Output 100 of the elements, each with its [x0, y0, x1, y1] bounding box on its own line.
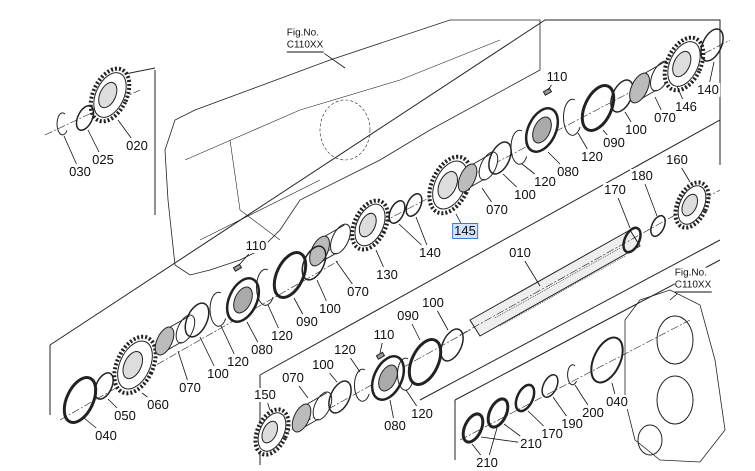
- leader-line: [336, 260, 353, 284]
- callout-number: 170: [540, 427, 564, 441]
- callout-number: 180: [630, 169, 654, 183]
- callout-number: 010: [508, 246, 532, 260]
- leader-line: [416, 216, 428, 246]
- callout-number: 070: [485, 203, 509, 217]
- leader-line: [178, 350, 188, 380]
- callout-number: 080: [556, 165, 580, 179]
- callout-number: 120: [533, 175, 557, 189]
- leader-line: [548, 84, 552, 90]
- callout-number: 140: [696, 83, 720, 97]
- leader-line: [552, 396, 567, 416]
- leader-line: [574, 384, 588, 406]
- callout-number: 100: [421, 296, 445, 310]
- figure-reference-label: Fig.No.: [286, 28, 319, 40]
- callout-number: 020: [125, 139, 149, 153]
- leader-line: [612, 382, 616, 394]
- callout-number: 090: [295, 315, 319, 329]
- callout-number: 110: [372, 328, 396, 342]
- leader-line: [548, 152, 560, 164]
- callout-number: 090: [602, 136, 626, 150]
- leader-line: [644, 184, 658, 216]
- callout-number: 080: [250, 343, 274, 357]
- leader-line: [578, 132, 588, 150]
- callout-number: 120: [226, 355, 250, 369]
- callout-number: 200: [581, 406, 605, 420]
- callout-number: 145: [453, 224, 477, 238]
- leader-line: [472, 444, 482, 456]
- leader-line: [298, 386, 308, 398]
- callout-number: 160: [665, 153, 689, 167]
- leader-line: [624, 112, 632, 122]
- leader-line: [524, 260, 540, 286]
- leader-line: [329, 372, 338, 382]
- figure-number-label: C110XX: [674, 280, 712, 292]
- callout-number: 030: [68, 165, 92, 179]
- callout-number: 146: [674, 100, 698, 114]
- figure-number-label: C110XX: [286, 40, 324, 52]
- callout-number: 070: [178, 381, 202, 395]
- leader-line: [200, 336, 215, 366]
- callout-number: 100: [624, 123, 648, 137]
- callout-number: 150: [253, 388, 277, 402]
- leader-line: [376, 250, 384, 268]
- callout-number: 100: [206, 367, 230, 381]
- leader-line: [456, 214, 462, 224]
- callout-number: 110: [244, 239, 268, 253]
- leader-line: [480, 436, 519, 443]
- leader-line: [602, 130, 608, 136]
- leader-line: [267, 402, 270, 410]
- leader-line: [238, 254, 250, 266]
- callout-number: 120: [580, 150, 604, 164]
- callout-number: 140: [418, 246, 442, 260]
- leader-line: [220, 326, 235, 354]
- callout-number: 060: [146, 398, 170, 412]
- callout-number: 100: [513, 188, 537, 202]
- leader-line: [406, 390, 418, 406]
- leader-line: [118, 120, 132, 138]
- leader-line: [676, 86, 683, 100]
- leader-line: [709, 62, 714, 82]
- leader-line: [502, 174, 518, 188]
- leader-line: [88, 130, 100, 152]
- leader-line: [294, 298, 304, 314]
- callout-number: 080: [383, 419, 407, 433]
- callout-number: 040: [94, 429, 118, 443]
- callout-number: 090: [396, 309, 420, 323]
- callout-number: 210: [519, 437, 543, 451]
- leader-line: [522, 164, 536, 174]
- callout-number: 100: [311, 358, 335, 372]
- leader-line: [504, 424, 521, 436]
- leader-line: [398, 224, 422, 246]
- leader-line: [64, 136, 77, 164]
- callout-number: 070: [281, 371, 305, 385]
- leader-line: [142, 392, 148, 398]
- leader-line: [528, 410, 544, 426]
- callout-number: 210: [475, 456, 499, 470]
- leader-line: [246, 322, 258, 342]
- leader-line: [108, 398, 118, 408]
- leader-line: [618, 198, 630, 228]
- callout-number: 130: [375, 268, 399, 282]
- leader-line: [324, 53, 346, 68]
- callout-number: 110: [546, 70, 568, 84]
- leader-line: [350, 358, 360, 372]
- leader-line: [316, 280, 327, 302]
- callout-number: 120: [410, 407, 434, 421]
- leader-line: [390, 400, 394, 418]
- callout-number: 170: [603, 183, 627, 197]
- callout-number: 040: [605, 395, 629, 409]
- leader-line: [488, 428, 498, 456]
- figure-reference-label: Fig.No.: [674, 268, 707, 280]
- callout-number: 070: [346, 285, 370, 299]
- leader-line: [654, 96, 662, 110]
- leader-line: [437, 310, 448, 330]
- callout-number: 025: [91, 153, 115, 167]
- leader-line: [482, 188, 492, 202]
- leader-line: [412, 324, 420, 340]
- leader-line: [681, 168, 690, 182]
- leader-line: [380, 342, 383, 354]
- callout-number: 070: [653, 111, 677, 125]
- callout-number: 120: [270, 329, 294, 343]
- callout-number: 050: [113, 409, 137, 423]
- callout-number: 120: [333, 343, 357, 357]
